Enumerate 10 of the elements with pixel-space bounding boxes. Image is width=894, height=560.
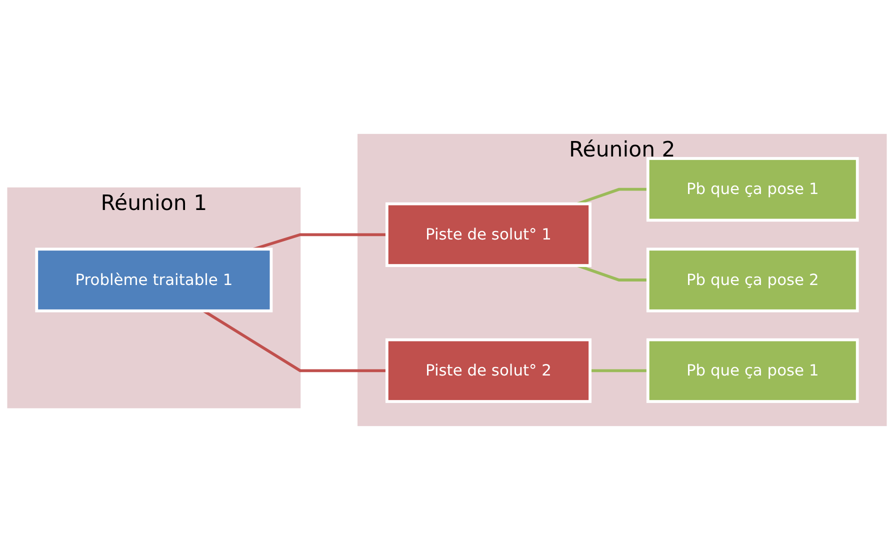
node-box: Piste de solut° 2 [385,338,592,403]
node-box: Pb que ça pose 2 [646,248,859,312]
node-box: Pb que ça pose 1 [646,338,859,403]
connector [590,369,648,372]
connector [576,264,648,282]
node-box: Piste de solut° 1 [385,202,592,267]
connector [202,310,387,372]
node-box: Pb que ça pose 1 [646,157,859,222]
connector [576,188,648,206]
node-box: Problème traitable 1 [35,248,273,312]
